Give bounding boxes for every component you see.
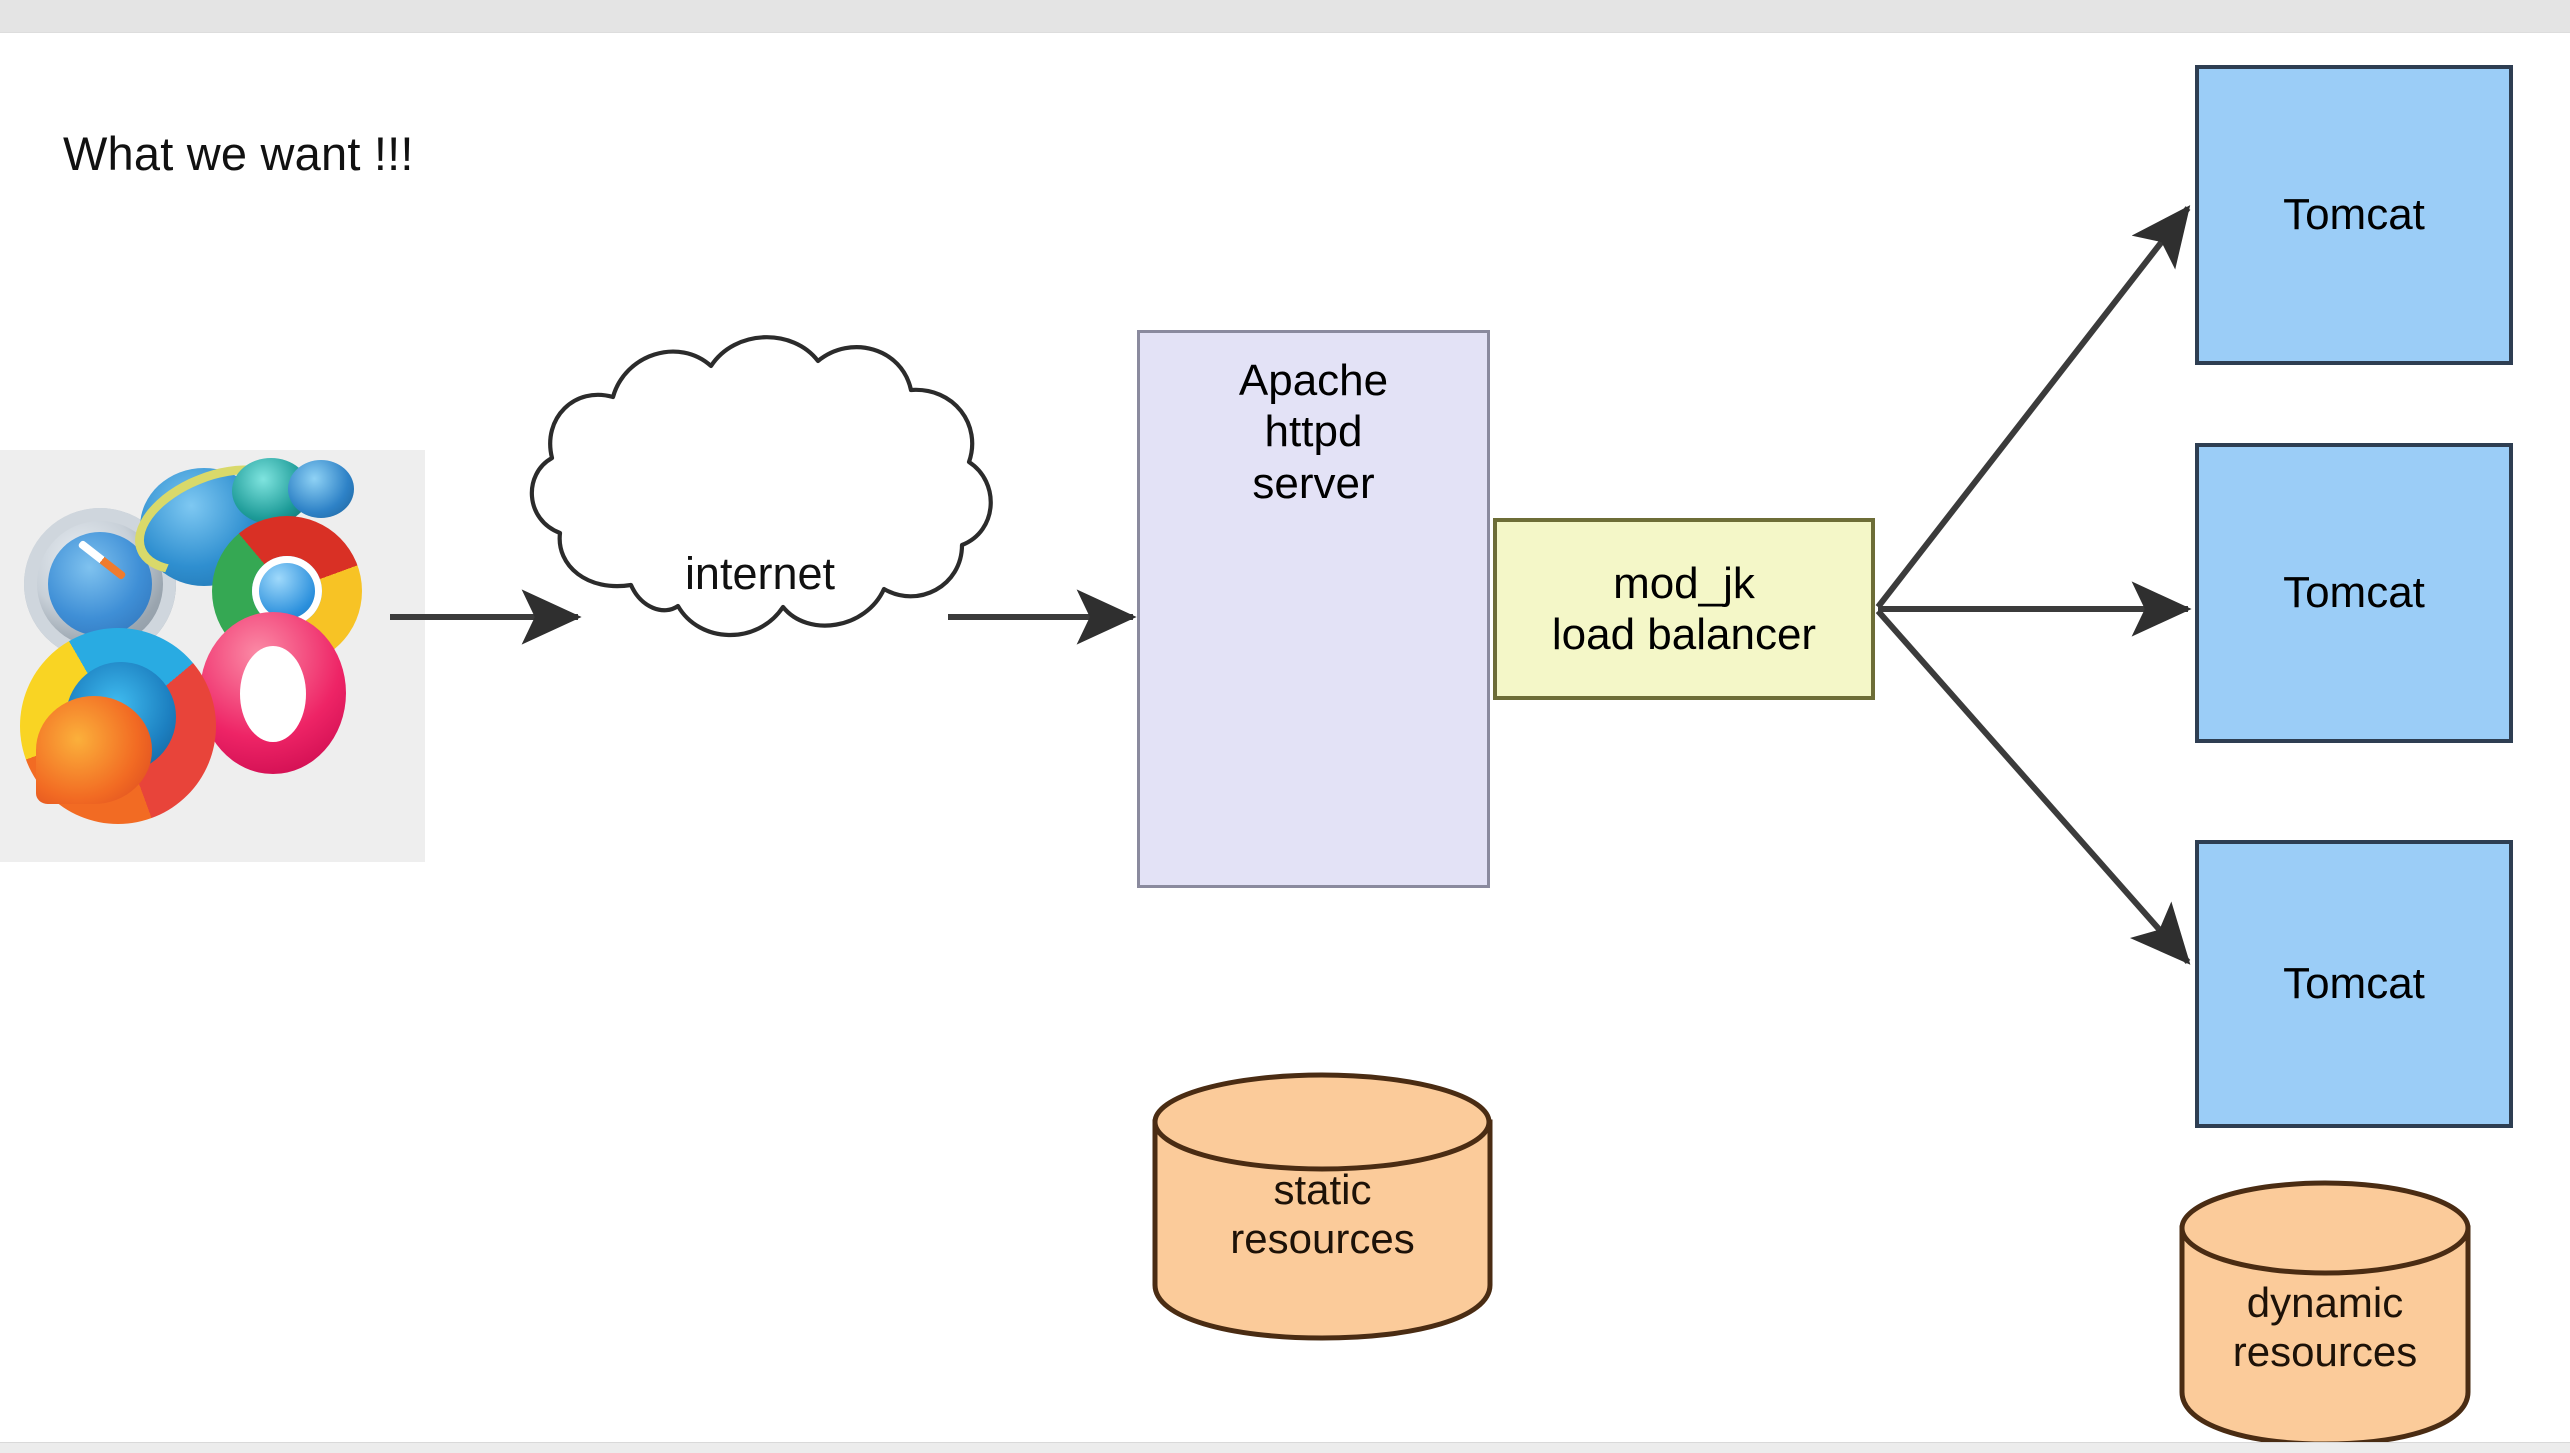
tomcat-label-3: Tomcat xyxy=(2283,959,2425,1008)
edge-modjk-to-tomcat-1 xyxy=(1875,205,2191,609)
tomcat-node-1[interactable]: Tomcat xyxy=(2195,65,2513,365)
static-resources-line-2: resources xyxy=(1230,1215,1415,1262)
modjk-line-2: load balancer xyxy=(1551,610,1817,659)
apache-httpd-server-node[interactable]: Apache httpd server xyxy=(1137,330,1490,888)
browser-badge-blue xyxy=(288,460,354,518)
tomcat-label-2: Tomcat xyxy=(2283,568,2425,617)
tomcat-label-1: Tomcat xyxy=(2283,190,2425,239)
tomcat-node-2[interactable]: Tomcat xyxy=(2195,443,2513,743)
apache-line-3: server xyxy=(1252,458,1375,508)
apache-line-1: Apache xyxy=(1238,356,1389,405)
mod-jk-load-balancer-node[interactable]: mod_jk load balancer xyxy=(1493,518,1875,700)
web-browsers-image xyxy=(0,450,425,862)
page-title: What we want !!! xyxy=(63,127,414,180)
edge-modjk-to-tomcat-3 xyxy=(1875,609,2191,965)
dynamic-resources-line-1: dynamic xyxy=(2246,1279,2404,1326)
firefox-tail xyxy=(36,696,152,804)
dynamic-resources-line-2: resources xyxy=(2232,1328,2418,1375)
cloud-label: internet xyxy=(684,548,836,599)
safari-dial xyxy=(48,532,152,636)
tomcat-node-3[interactable]: Tomcat xyxy=(2195,840,2513,1128)
modjk-line-1: mod_jk xyxy=(1613,558,1755,608)
opera-inner xyxy=(240,646,306,742)
static-resources-line-1: static xyxy=(1273,1166,1372,1213)
top-gray-band xyxy=(0,0,2570,33)
apache-line-2: httpd xyxy=(1264,407,1363,457)
bottom-gray-band xyxy=(0,1442,2570,1453)
